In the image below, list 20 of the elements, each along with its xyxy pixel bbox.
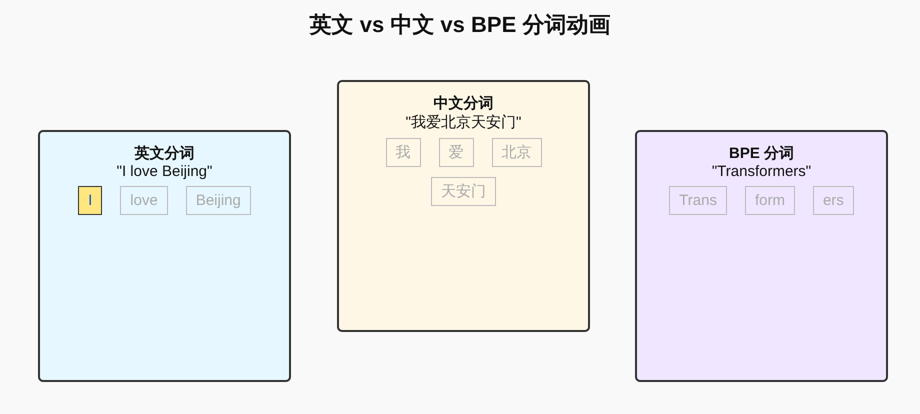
example-text: "I love Beijing" (116, 163, 212, 180)
token: Trans (669, 186, 727, 215)
highlighted-token: I (78, 186, 102, 215)
panel-heading: 英文分词 (134, 144, 194, 163)
token: 北京 (492, 138, 542, 167)
token: love (120, 186, 168, 215)
panel-heading: BPE 分词 (728, 144, 794, 163)
token: 爱 (438, 138, 474, 167)
panel-card (337, 80, 590, 332)
example-text: "我爱北京天安门" (406, 113, 522, 132)
panel-card (38, 130, 291, 382)
title: 英文 vs 中文 vs BPE 分词动画 (308, 11, 612, 39)
token: form (744, 186, 795, 215)
token: 天安门 (431, 177, 496, 206)
panel-heading: 中文分词 (434, 94, 494, 113)
token: Beijing (186, 186, 251, 215)
token: 我 (386, 138, 420, 167)
example-text: "Transformers" (712, 163, 812, 180)
token: ers (812, 186, 854, 215)
panel-card (635, 130, 888, 382)
